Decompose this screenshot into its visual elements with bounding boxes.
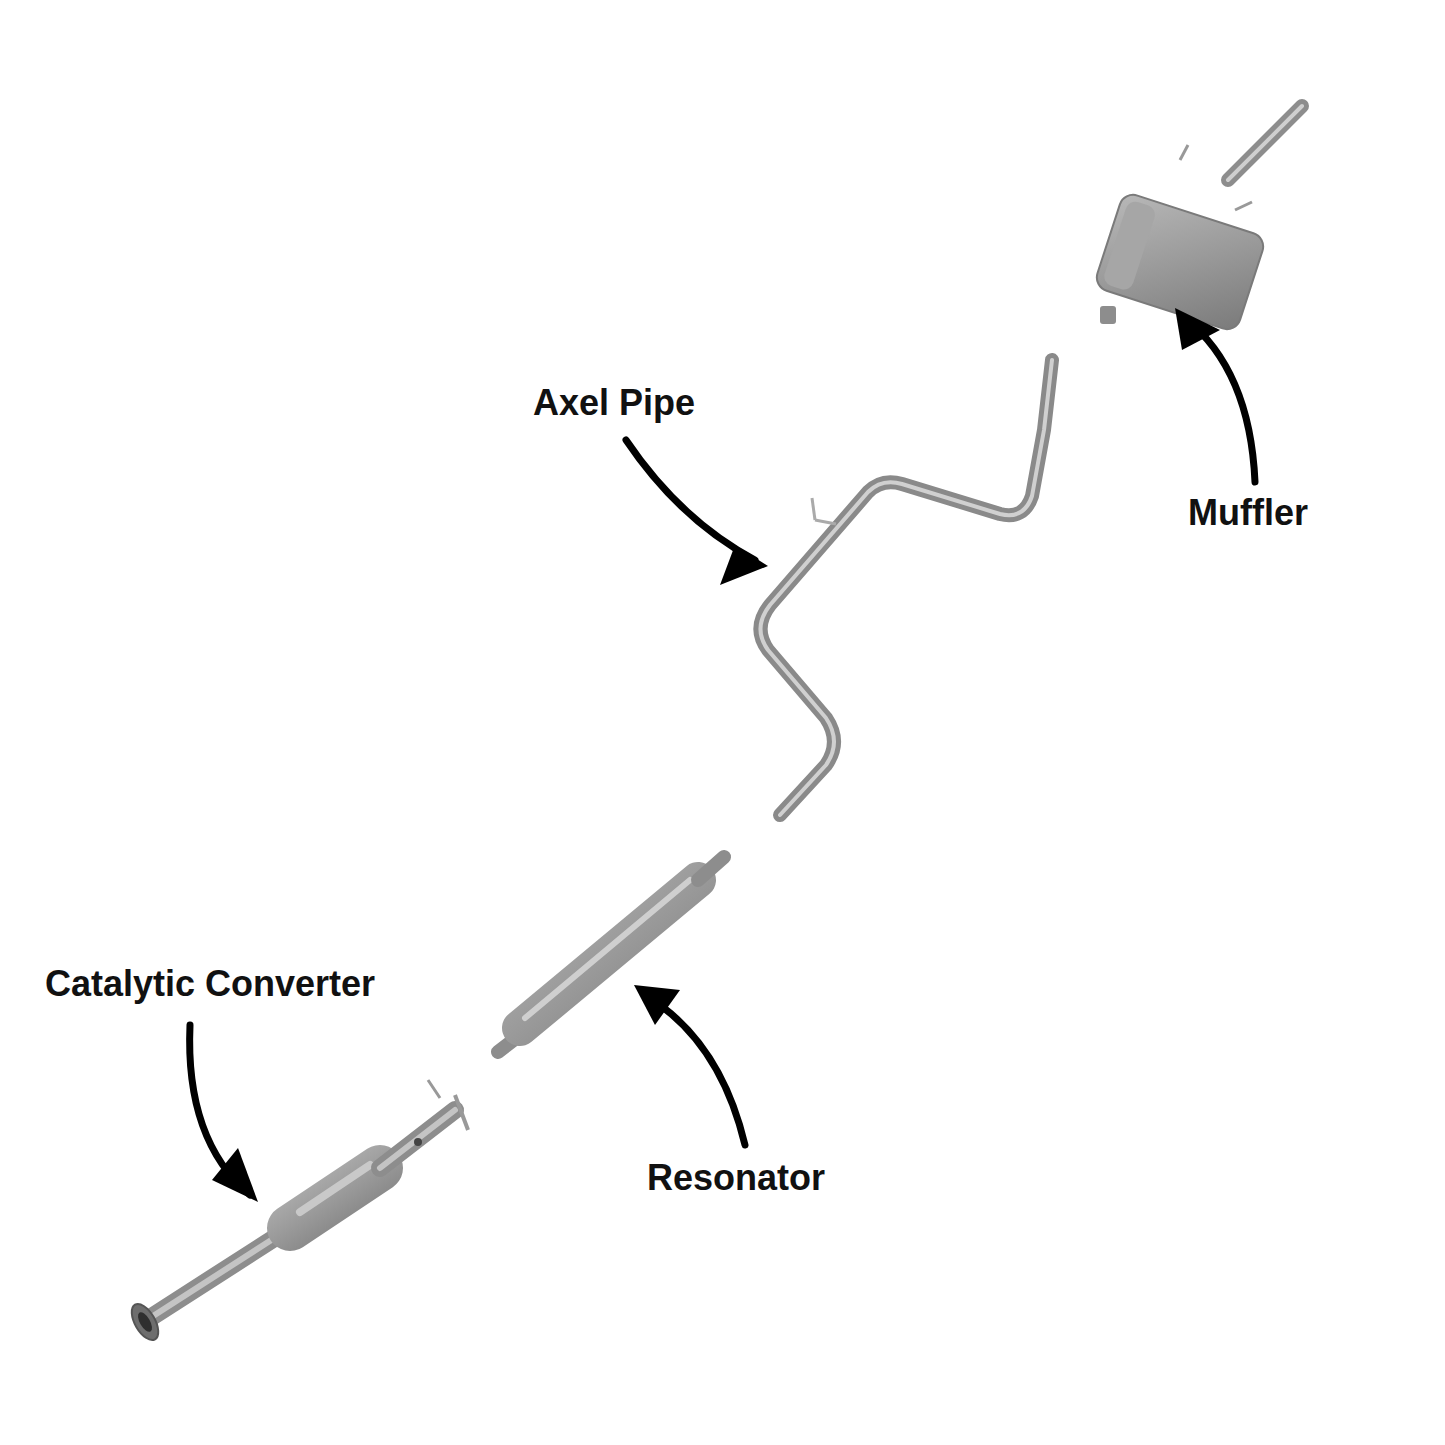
resonator — [498, 857, 724, 1052]
arrow-heads — [212, 308, 1220, 1202]
callout-arrows — [190, 318, 1255, 1195]
part-label: Resonator — [647, 1158, 825, 1198]
part-label: Muffler — [1188, 493, 1308, 533]
part-label: Axel Pipe — [533, 383, 695, 423]
axle-pipe — [760, 360, 1052, 815]
part-label: Catalytic Converter — [45, 964, 375, 1004]
catalytic-converter — [126, 1080, 468, 1344]
muffler — [1093, 106, 1302, 333]
